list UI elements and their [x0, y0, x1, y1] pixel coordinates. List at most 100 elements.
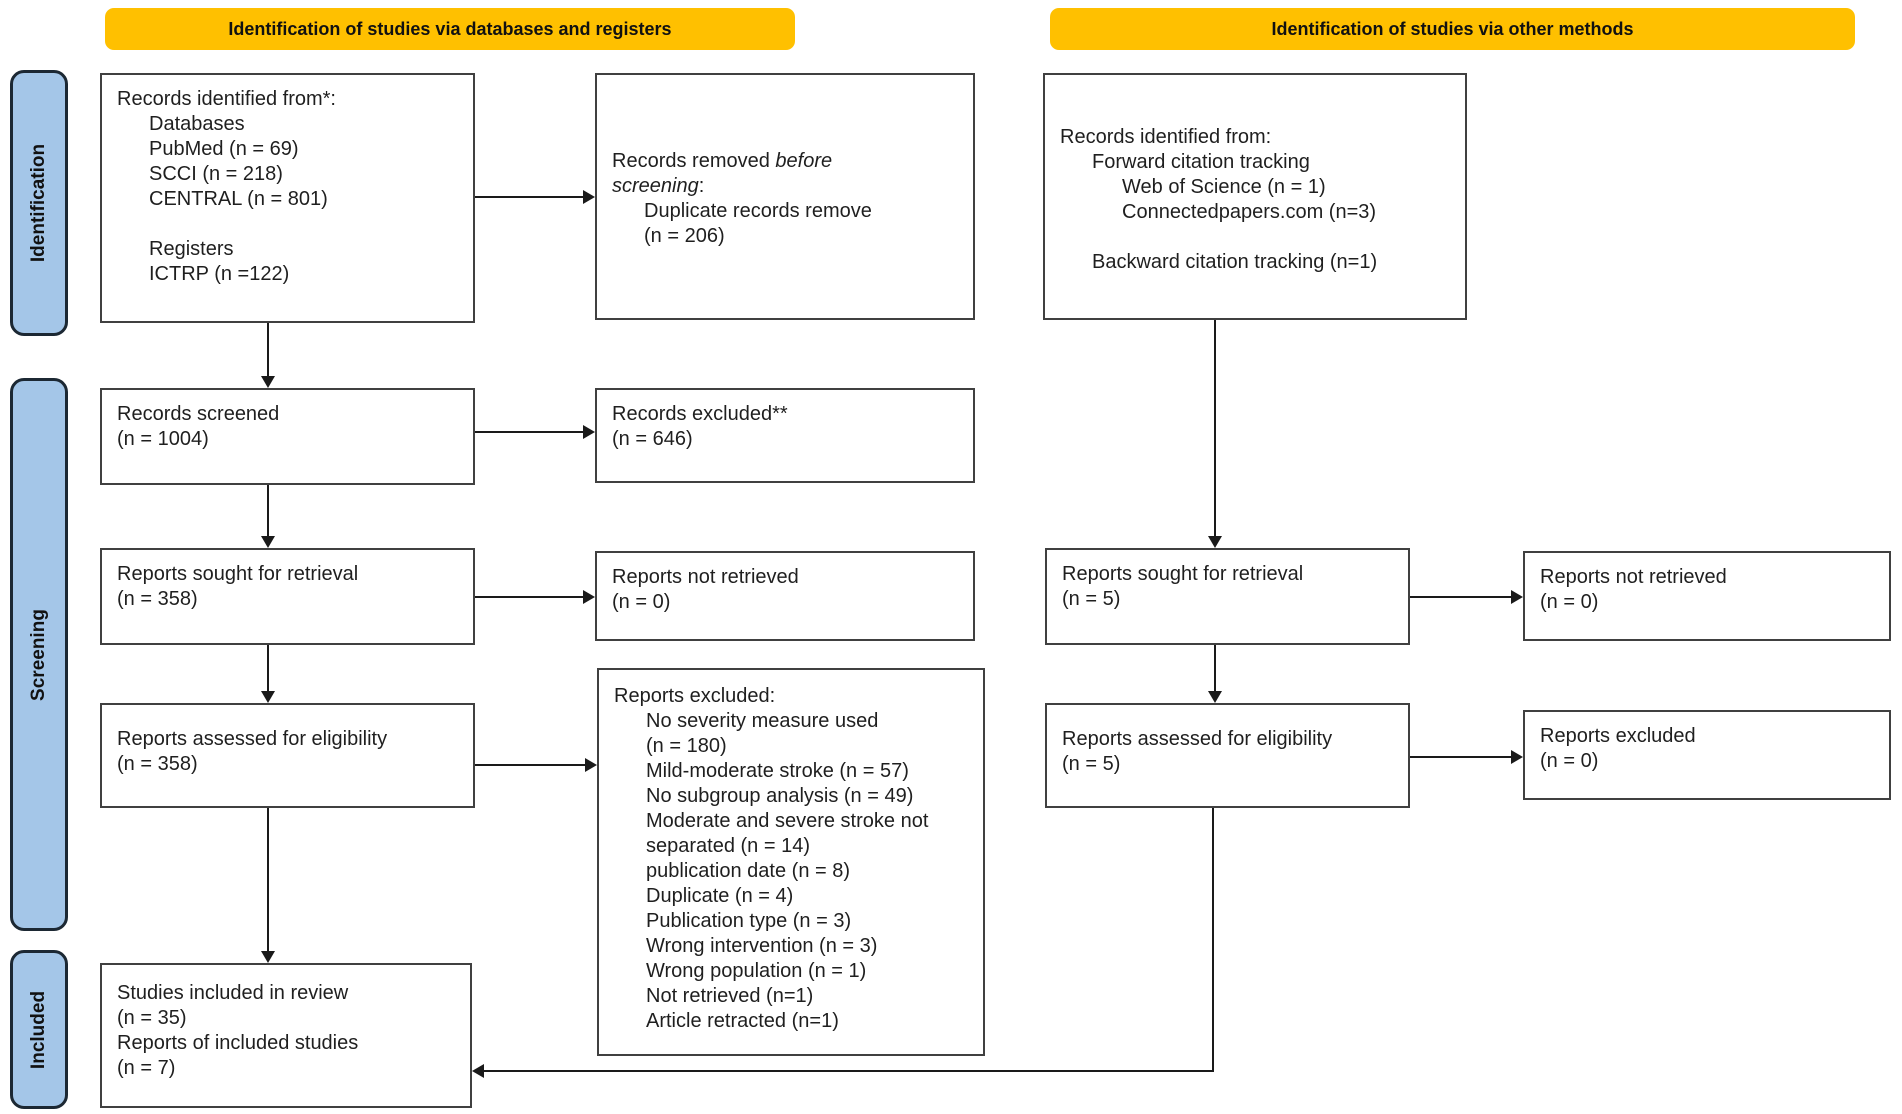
box-line: Studies included in review: [117, 982, 349, 1004]
box-line: Forward citation tracking: [1092, 151, 1310, 173]
reports-excluded-reasons-box: Reports excluded: No severity measure us…: [597, 668, 985, 1056]
box-line: (n = 358): [117, 753, 198, 775]
box-line: Wrong population (n = 1): [646, 960, 867, 982]
box-line: Reports sought for retrieval: [117, 563, 359, 585]
reports-not-retrieved-other-box: Reports not retrieved (n = 0): [1523, 551, 1891, 641]
box-text-italic: before: [775, 149, 833, 172]
stage-included: Included: [10, 950, 68, 1109]
box-line: Registers: [149, 238, 234, 260]
records-identified-other-box: Records identified from: Forward citatio…: [1043, 73, 1467, 320]
box-line: Article retracted (n=1): [646, 1010, 839, 1032]
box-line: (n = 0): [1540, 750, 1599, 772]
header-databases-registers: Identification of studies via databases …: [105, 8, 795, 50]
arrowhead-right-icon: [1511, 590, 1523, 604]
box-line: (n = 1004): [117, 428, 209, 450]
box-line: Reports excluded: [1540, 725, 1696, 747]
stage-label: Screening: [28, 608, 49, 701]
arrow-assessed-other-down: [1212, 808, 1214, 1072]
arrowhead-down-icon: [1208, 691, 1222, 703]
box-line: Mild-moderate stroke (n = 57): [646, 760, 909, 782]
box-line: Databases: [149, 113, 245, 135]
arrow-sought-other-to-assessed: [1214, 645, 1216, 693]
box-line: Reports of included studies: [117, 1032, 359, 1054]
stage-label: Identification: [28, 143, 50, 263]
box-line: Records screened: [117, 403, 280, 425]
box-line: Publication type (n = 3): [646, 910, 852, 932]
box-line: separated (n = 14): [646, 835, 810, 857]
box-line: [1060, 225, 1455, 250]
box-line: Reports sought for retrieval: [1062, 563, 1304, 585]
arrowhead-down-icon: [261, 691, 275, 703]
records-excluded-box: Records excluded** (n = 646): [595, 388, 975, 483]
box-line: (n = 7): [117, 1057, 176, 1079]
reports-assessed-other-box: Reports assessed for eligibility (n = 5): [1045, 703, 1410, 808]
box-line: Reports assessed for eligibility: [117, 728, 388, 750]
box-line: Not retrieved (n=1): [646, 985, 814, 1007]
stage-label: Included: [28, 990, 49, 1069]
box-line: (n = 358): [117, 588, 198, 610]
arrow-sought-other-to-not-retrieved: [1410, 596, 1513, 598]
box-line: (n = 5): [1062, 753, 1121, 775]
arrowhead-right-icon: [583, 425, 595, 439]
box-line: Records identified from:: [1060, 126, 1272, 148]
arrowhead-right-icon: [585, 758, 597, 772]
arrow-assessed-to-included: [267, 808, 269, 953]
box-line: Backward citation tracking (n=1): [1092, 251, 1378, 273]
arrowhead-left-icon: [472, 1064, 484, 1078]
arrowhead-down-icon: [261, 376, 275, 388]
arrowhead-right-icon: [583, 190, 595, 204]
box-line: screening:: [612, 174, 963, 199]
box-line: No subgroup analysis (n = 49): [646, 785, 914, 807]
arrowhead-right-icon: [583, 590, 595, 604]
reports-sought-other-box: Reports sought for retrieval (n = 5): [1045, 548, 1410, 645]
box-line: Connectedpapers.com (n=3): [1122, 201, 1377, 223]
arrowhead-down-icon: [261, 536, 275, 548]
header-other-methods: Identification of studies via other meth…: [1050, 8, 1855, 50]
arrowhead-down-icon: [261, 951, 275, 963]
box-line: Moderate and severe stroke not: [646, 810, 929, 832]
reports-excluded-other-box: Reports excluded (n = 0): [1523, 710, 1891, 800]
records-identified-db-box: Records identified from*: Databases PubM…: [100, 73, 475, 323]
box-line: [117, 212, 463, 237]
box-line: (n = 646): [612, 428, 693, 450]
box-text: Records removed: [612, 149, 776, 172]
arrow-identified-to-removed: [475, 196, 585, 198]
box-line: (n = 35): [117, 1007, 187, 1029]
box-line: (n = 206): [644, 224, 725, 247]
box-line: Reports not retrieved: [1540, 566, 1727, 588]
arrow-other-to-included: [484, 1070, 1214, 1072]
box-line: Records excluded**: [612, 403, 788, 425]
box-line: Duplicate records remove: [644, 199, 872, 222]
arrowhead-right-icon: [1511, 750, 1523, 764]
arrowhead-down-icon: [1208, 536, 1222, 548]
arrow-sought-to-not-retrieved: [475, 596, 585, 598]
box-line: Records identified from*:: [117, 88, 336, 110]
box-line: (n = 5): [1062, 588, 1121, 610]
box-line: Web of Science (n = 1): [1122, 176, 1326, 198]
box-line: publication date (n = 8): [646, 860, 851, 882]
arrow-screened-to-sought: [267, 485, 269, 538]
records-removed-box: Records removed before screening: Duplic…: [595, 73, 975, 320]
arrow-screened-to-excluded: [475, 431, 585, 433]
box-line: No severity measure used: [646, 710, 879, 732]
box-line: (n = 0): [612, 591, 671, 613]
box-text: :: [698, 174, 705, 197]
arrow-identified-to-screened: [267, 323, 269, 378]
header-label: Identification of studies via databases …: [228, 18, 672, 39]
arrow-assessed-other-to-excluded: [1410, 756, 1513, 758]
arrow-assessed-to-excluded-reasons: [475, 764, 587, 766]
box-line: Reports not retrieved: [612, 566, 799, 588]
box-line: ICTRP (n =122): [149, 263, 290, 285]
studies-included-box: Studies included in review (n = 35) Repo…: [100, 963, 472, 1108]
box-line: (n = 180): [646, 735, 727, 757]
records-screened-box: Records screened (n = 1004): [100, 388, 475, 485]
stage-identification: Identification: [10, 70, 68, 336]
box-line: Reports assessed for eligibility: [1062, 728, 1333, 750]
reports-assessed-db-box: Reports assessed for eligibility (n = 35…: [100, 703, 475, 808]
arrow-identified-other-to-sought: [1214, 320, 1216, 538]
arrow-sought-to-assessed: [267, 645, 269, 693]
header-label: Identification of studies via other meth…: [1271, 18, 1634, 39]
box-line: Wrong intervention (n = 3): [646, 935, 878, 957]
box-line: PubMed (n = 69): [149, 138, 299, 160]
